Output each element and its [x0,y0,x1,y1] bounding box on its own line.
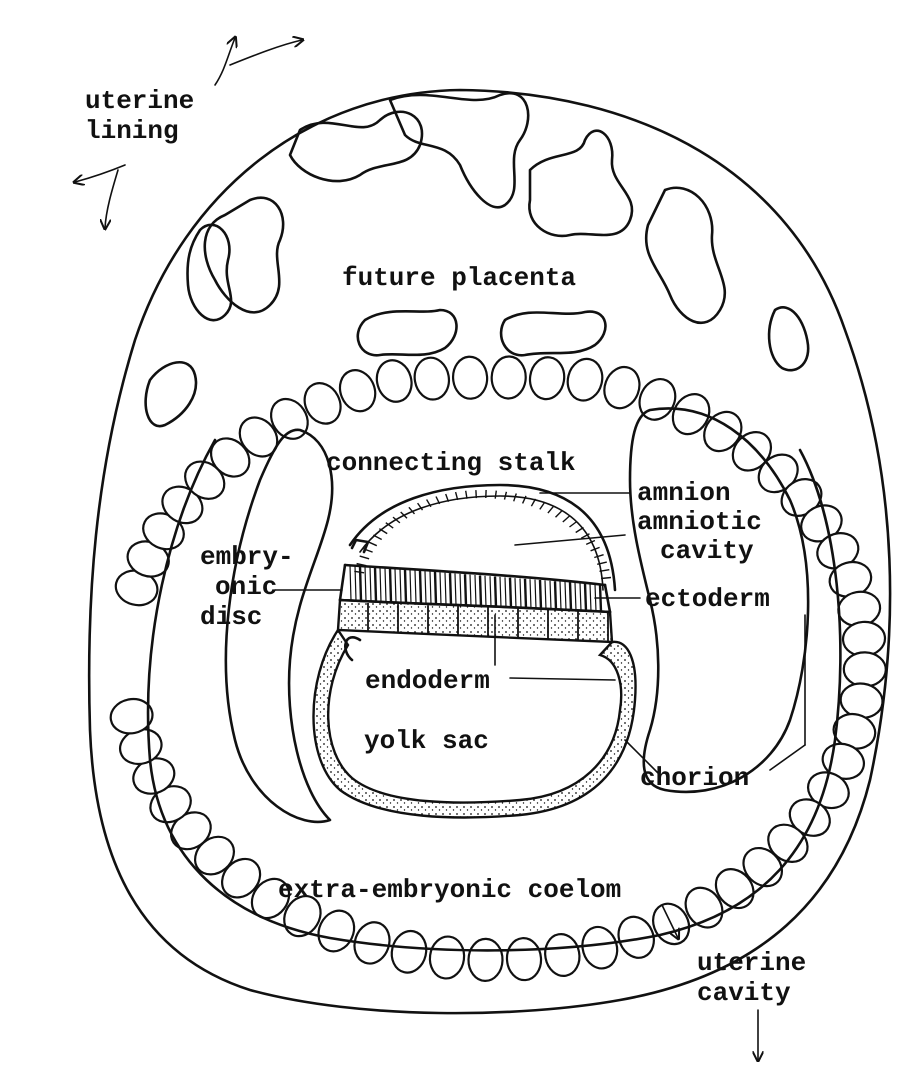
label-endoderm: endoderm [365,666,490,696]
chorion-cell [209,437,251,478]
uterine-wall-outline [87,88,892,1015]
chorion-cell [581,925,619,970]
chorion-cell [842,651,887,688]
chorion-cell [544,933,581,977]
label-amniotic-cavity: amniotic cavity [637,507,777,566]
label-amnion: amnion [637,478,731,508]
label-uterine-cavity: uterine cavity [697,948,822,1008]
chorion-cell [303,382,342,425]
label-connecting-stalk: connecting stalk [326,448,576,478]
ectoderm-left-edge [338,563,347,602]
chorion-cell [617,915,655,959]
chorion-cell [428,935,466,980]
endoderm-cell-walls [367,603,609,641]
chorion-cell [451,355,489,400]
chorion-cell [566,357,604,402]
chorion-cell [375,359,413,403]
disc-edge-mark [350,538,370,554]
chorion-cell [338,369,377,413]
chorion-cell [528,356,566,401]
leader-lines [274,492,806,776]
label-extra-embryonic-coelom: extra-embryonic coelom [278,875,621,905]
label-chorion: chorion [640,763,749,793]
right-coelom-pocket [628,407,810,794]
chorion-cell [283,895,322,938]
label-uterine-lining: uterine lining [85,86,210,146]
placental-villi [144,91,810,428]
label-yolk-sac: yolk sac [364,726,489,756]
amnion-inner [359,495,604,591]
chorion-cell [505,937,543,982]
chorion-cell [714,868,755,910]
coelom-arrow [661,904,678,938]
uterine-lining-arrows [75,38,302,228]
label-embryonic-disc: embry- onic disc [200,542,309,632]
amnion-outer [348,483,617,592]
label-future-placenta: future placenta [342,263,576,293]
chorion-inner-line [146,438,842,952]
left-coelom-pocket [224,428,334,824]
chorion-cell [671,393,711,436]
chorion-cell [109,697,154,735]
chorion-cell [390,929,428,974]
ectoderm-band-top [343,563,607,587]
chorion-cell [603,365,641,410]
chorion-cell [467,937,504,982]
chorion-cell [413,356,451,401]
label-ectoderm: ectoderm [645,584,770,614]
disc-hook [344,636,362,662]
ectoderm-stripes [349,565,603,612]
chorion-cell [490,355,527,400]
yolk-sac-wall [312,627,637,819]
